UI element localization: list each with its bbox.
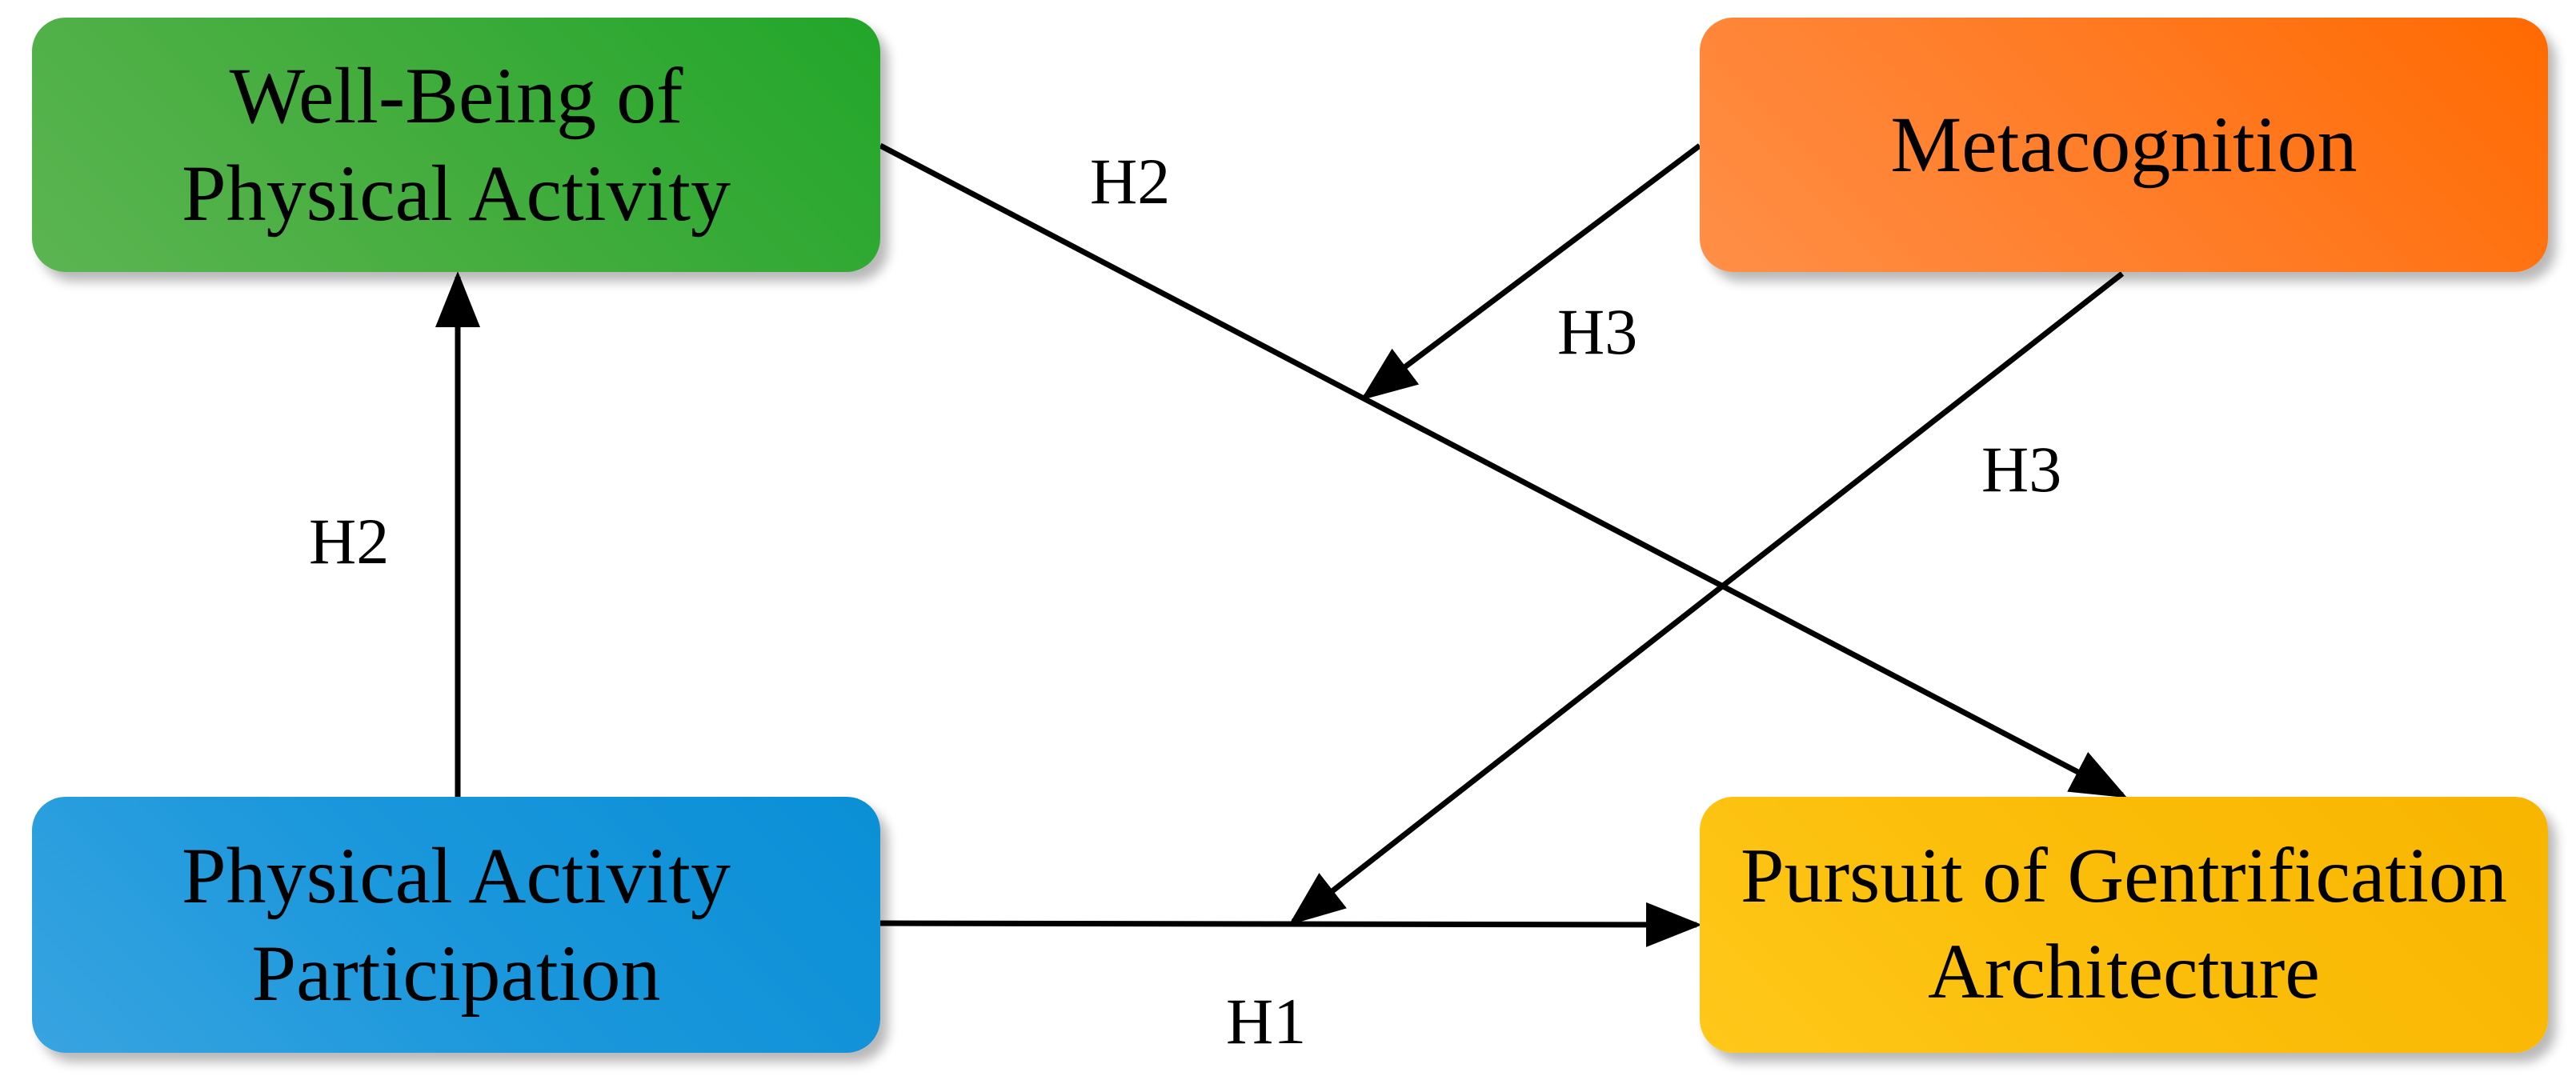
- edge-label-h3-lower: H3: [1981, 433, 2062, 506]
- edge-label-h3-upper: H3: [1557, 295, 1638, 368]
- node-physical-activity-participation: Physical Activity Participation: [32, 797, 880, 1053]
- arrow-h3-moderation-lower: [1288, 271, 2125, 926]
- node-wellbeing-line1: Well-Being of: [229, 51, 683, 140]
- node-pursuit-of-gentrification-architecture: Pursuit of Gentrification Architecture: [1700, 797, 2548, 1053]
- arrow-h2-diagonal: [879, 142, 2128, 798]
- node-metacognition: Metacognition: [1700, 18, 2548, 272]
- edge-label-h2-vertical: H2: [309, 505, 390, 578]
- node-participation-line1: Physical Activity: [181, 831, 731, 920]
- arrow-h3-moderation-upper: [1360, 143, 1702, 401]
- node-wellbeing-line2: Physical Activity: [181, 149, 731, 238]
- node-metacognition-label: Metacognition: [1890, 100, 2358, 189]
- node-pursuit-line1: Pursuit of Gentrification: [1740, 833, 2508, 920]
- edge-label-h1: H1: [1226, 985, 1307, 1058]
- edge-label-h2-diagonal: H2: [1090, 145, 1171, 218]
- node-wellbeing-of-physical-activity: Well-Being of Physical Activity: [32, 18, 880, 272]
- arrow-h1-horizontal: [879, 902, 1702, 947]
- node-pursuit-line2: Architecture: [1928, 929, 2320, 1015]
- node-participation-line2: Participation: [251, 929, 661, 1018]
